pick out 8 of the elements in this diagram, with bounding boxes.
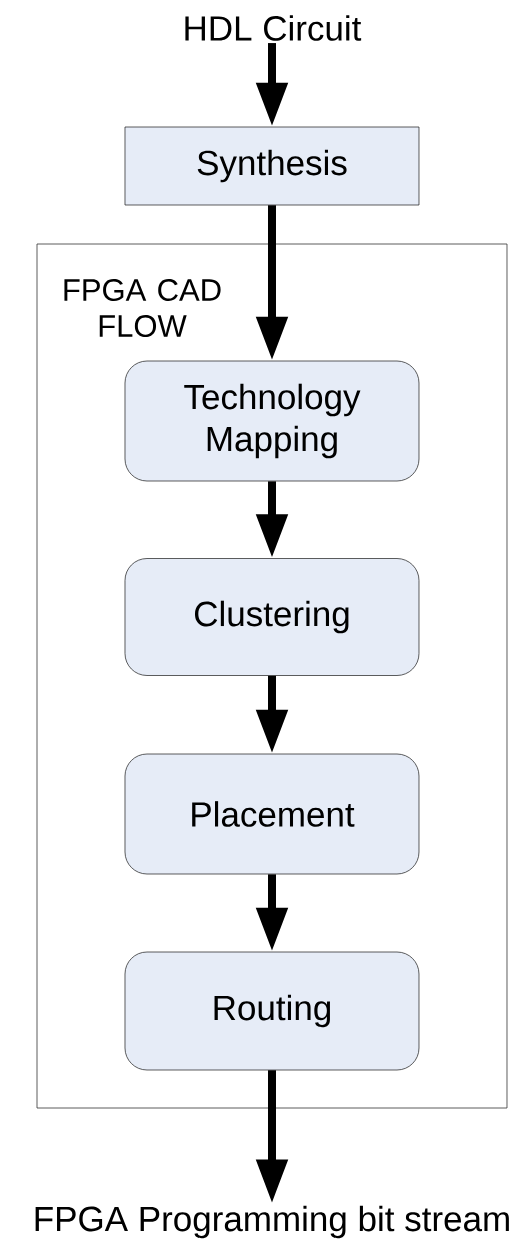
flow-text: HDL Circuit [185, 15, 362, 41]
rounded-process-box: Technology Mapping [124, 360, 420, 482]
flow-text: FPGA Programming bit stream [35, 1205, 509, 1239]
process-box: Synthesis [124, 126, 420, 206]
rounded-process-box: Placement [124, 753, 420, 875]
rounded-process-box: Routing [124, 951, 420, 1071]
rounded-process-box: Clustering [124, 558, 420, 676]
frame-heading: FPGA CAD FLOW [64, 279, 221, 337]
